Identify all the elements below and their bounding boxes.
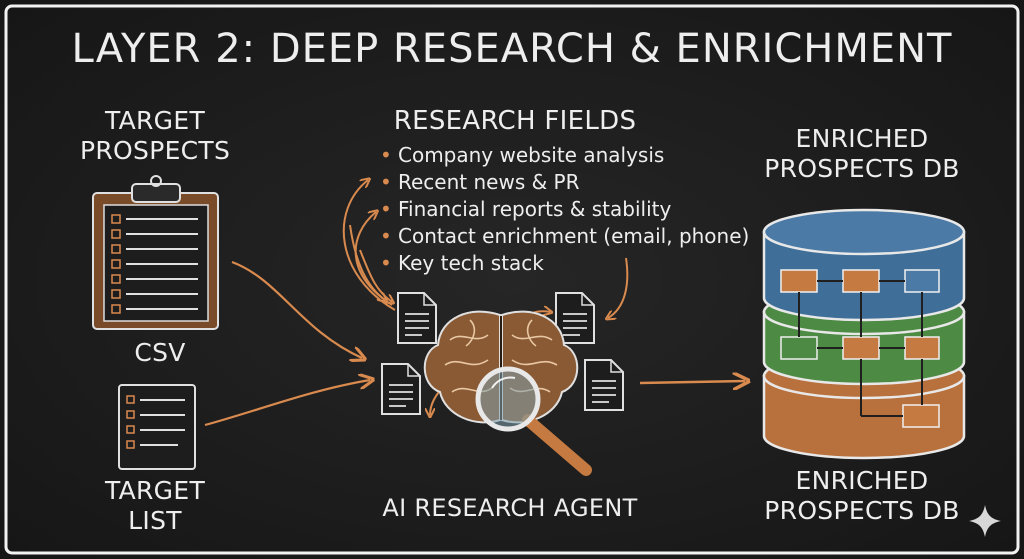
- bullet-icon: •: [380, 169, 398, 196]
- research-field-text: Key tech stack: [398, 251, 544, 275]
- enriched-db-bottom-label-line2: PROSPECTS DB: [762, 496, 962, 526]
- document-icon: [398, 293, 436, 343]
- database-icon: [764, 210, 964, 458]
- diagram-title: LAYER 2: DEEP RESEARCH & ENRICHMENT: [0, 26, 1024, 72]
- bullet-icon: •: [380, 250, 398, 277]
- document-icon: [382, 364, 420, 414]
- research-fields-list: •Company website analysis•Recent news & …: [380, 142, 749, 277]
- bullet-icon: •: [380, 223, 398, 250]
- target-prospects-label: TARGET PROSPECTS: [80, 106, 230, 166]
- document-icon: [585, 360, 623, 410]
- research-field-item: •Contact enrichment (email, phone): [380, 223, 749, 250]
- research-field-text: Contact enrichment (email, phone): [398, 224, 749, 248]
- enriched-db-top-label-line1: ENRICHED: [762, 124, 962, 154]
- enriched-db-top-label-line2: PROSPECTS DB: [762, 154, 962, 184]
- target-prospects-label-line2: PROSPECTS: [80, 136, 230, 166]
- checklist-icon: [119, 385, 195, 469]
- ai-research-agent-label: AI RESEARCH AGENT: [360, 493, 660, 523]
- enriched-db-bottom-label: ENRICHED PROSPECTS DB: [762, 466, 962, 526]
- csv-label: CSV: [110, 338, 210, 368]
- research-field-item: •Key tech stack: [380, 250, 749, 277]
- enriched-db-top-label: ENRICHED PROSPECTS DB: [762, 124, 962, 184]
- research-field-text: Financial reports & stability: [398, 197, 671, 221]
- clipboard-icon: [93, 176, 218, 329]
- research-field-text: Company website analysis: [398, 143, 664, 167]
- target-prospects-label-line1: TARGET: [80, 106, 230, 136]
- research-field-item: •Financial reports & stability: [380, 196, 749, 223]
- target-list-label: TARGET LIST: [90, 476, 220, 536]
- research-field-text: Recent news & PR: [398, 170, 580, 194]
- enriched-db-bottom-label-line1: ENRICHED: [762, 466, 962, 496]
- research-field-item: •Company website analysis: [380, 142, 749, 169]
- research-field-item: •Recent news & PR: [380, 169, 749, 196]
- bullet-icon: •: [380, 142, 398, 169]
- target-list-label-line2: LIST: [90, 506, 220, 536]
- research-fields-heading: RESEARCH FIELDS: [385, 106, 645, 136]
- target-list-label-line1: TARGET: [90, 476, 220, 506]
- bullet-icon: •: [380, 196, 398, 223]
